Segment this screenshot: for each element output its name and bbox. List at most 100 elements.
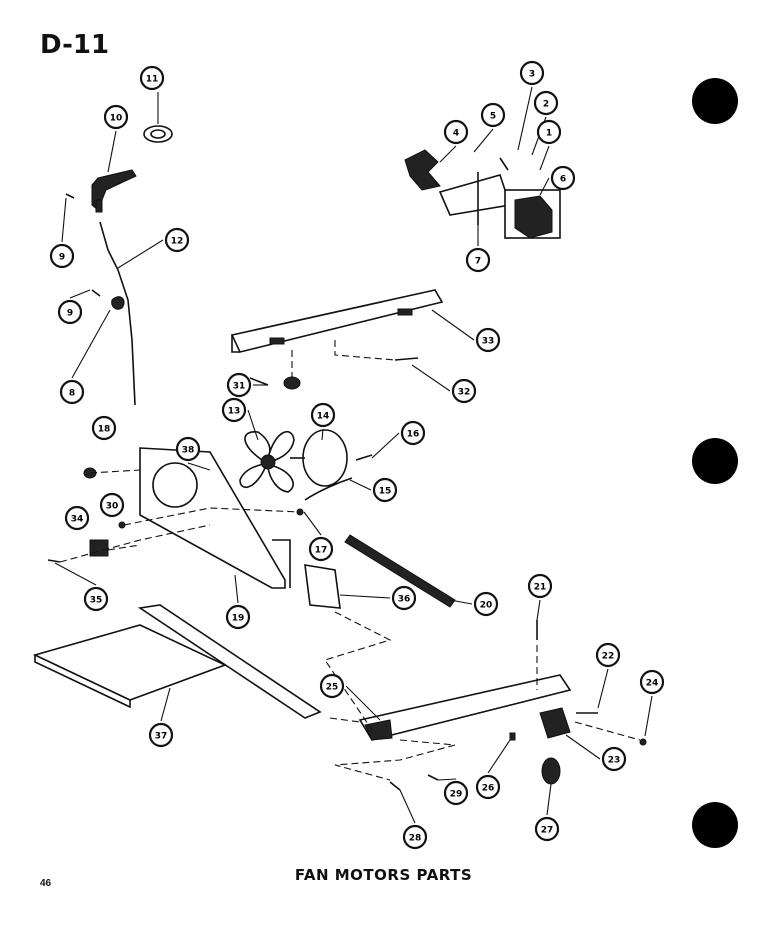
callout-number: 22 [602,652,615,662]
part-26-spacer [509,732,516,741]
callout-9: 9 [49,243,75,269]
part-29-screw [427,774,439,781]
callout-22: 22 [595,642,621,668]
callout-circle [595,642,621,668]
callout-circle [164,227,190,253]
callout-circle [319,673,345,699]
callout-circle [534,816,560,842]
part-20-bar [344,534,456,608]
callout-36: 36 [391,585,417,611]
part-23-block [539,707,571,739]
callout-circle [402,824,428,850]
callout-number: 38 [182,446,195,456]
callout-number: 31 [233,382,246,392]
callout-circle [310,402,336,428]
callout-6: 6 [550,165,576,191]
callout-13: 13 [221,397,247,423]
callout-number: 14 [317,412,330,422]
callout-circle [465,247,491,273]
callout-circle [443,119,469,145]
callout-circle [391,585,417,611]
binder-hole-middle [692,438,738,484]
callout-number: 26 [482,784,495,794]
part-27-bushing [541,757,561,785]
callout-25: 25 [319,673,345,699]
callout-number: 24 [646,679,659,689]
callout-7: 7 [465,247,491,273]
callout-29: 29 [443,780,469,806]
callout-circle [443,780,469,806]
callout-26: 26 [475,774,501,800]
callout-circle [475,774,501,800]
part-28-screw [389,781,401,791]
part-25-lower-rail [358,674,572,741]
callout-circle [225,604,251,630]
screw-9-mid [91,289,101,297]
part-31-clip [249,377,269,386]
callout-11: 11 [139,65,165,91]
callout-24: 24 [639,669,665,695]
callout-circle [372,477,398,503]
screw-9-top [65,193,75,199]
callout-circle [83,586,109,612]
callout-15: 15 [372,477,398,503]
callout-28: 28 [402,824,428,850]
callout-number: 9 [59,253,65,263]
part-24-nut [639,738,647,746]
callout-31: 31 [226,372,252,398]
part-12-rod [99,221,136,406]
callout-circle [99,492,125,518]
binder-hole-bottom [692,802,738,848]
part-35-screw [47,559,61,563]
callout-number: 8 [69,389,75,399]
part-36-bracket [304,564,341,609]
callout-17: 17 [308,536,334,562]
callout-circle [139,65,165,91]
callout-34: 34 [64,505,90,531]
callout-number: 12 [171,237,184,247]
callout-number: 28 [409,834,422,844]
part-19-fan-frame [139,447,291,589]
callout-circle [475,327,501,353]
callout-number: 21 [534,583,547,593]
callout-number: 1 [546,129,552,139]
callout-circle [103,104,129,130]
callout-circle [639,669,665,695]
callout-38: 38 [175,436,201,462]
callout-number: 33 [482,337,495,347]
callout-number: 34 [71,515,84,525]
callout-number: 25 [326,683,339,693]
binder-hole-top [692,78,738,124]
callout-27: 27 [534,816,560,842]
callout-circle [221,397,247,423]
callout-circle [480,102,506,128]
callout-number: 20 [480,601,493,611]
part-6-motor-assembly [404,149,561,239]
callout-10: 10 [103,104,129,130]
callout-number: 35 [90,596,103,606]
callout-23: 23 [601,746,627,772]
callout-circle [91,415,117,441]
callout-9: 9 [57,299,83,325]
callout-circle [473,591,499,617]
callout-circle [451,378,477,404]
callout-circle [550,165,576,191]
callout-number: 32 [458,388,471,398]
part-16-screw [355,454,373,461]
callout-number: 23 [608,756,621,766]
callout-circle [148,722,174,748]
callout-circle [57,299,83,325]
part-13-fan-blade [239,430,295,493]
part-17-washer [296,508,304,516]
callout-3: 3 [519,60,545,86]
leader-lines [54,86,653,824]
callout-circle [49,243,75,269]
callout-number: 7 [475,257,481,267]
callout-circle [64,505,90,531]
callout-circle [527,573,553,599]
callout-number: 37 [155,732,168,742]
callout-number: 2 [543,100,549,110]
part-34-block [89,539,109,557]
